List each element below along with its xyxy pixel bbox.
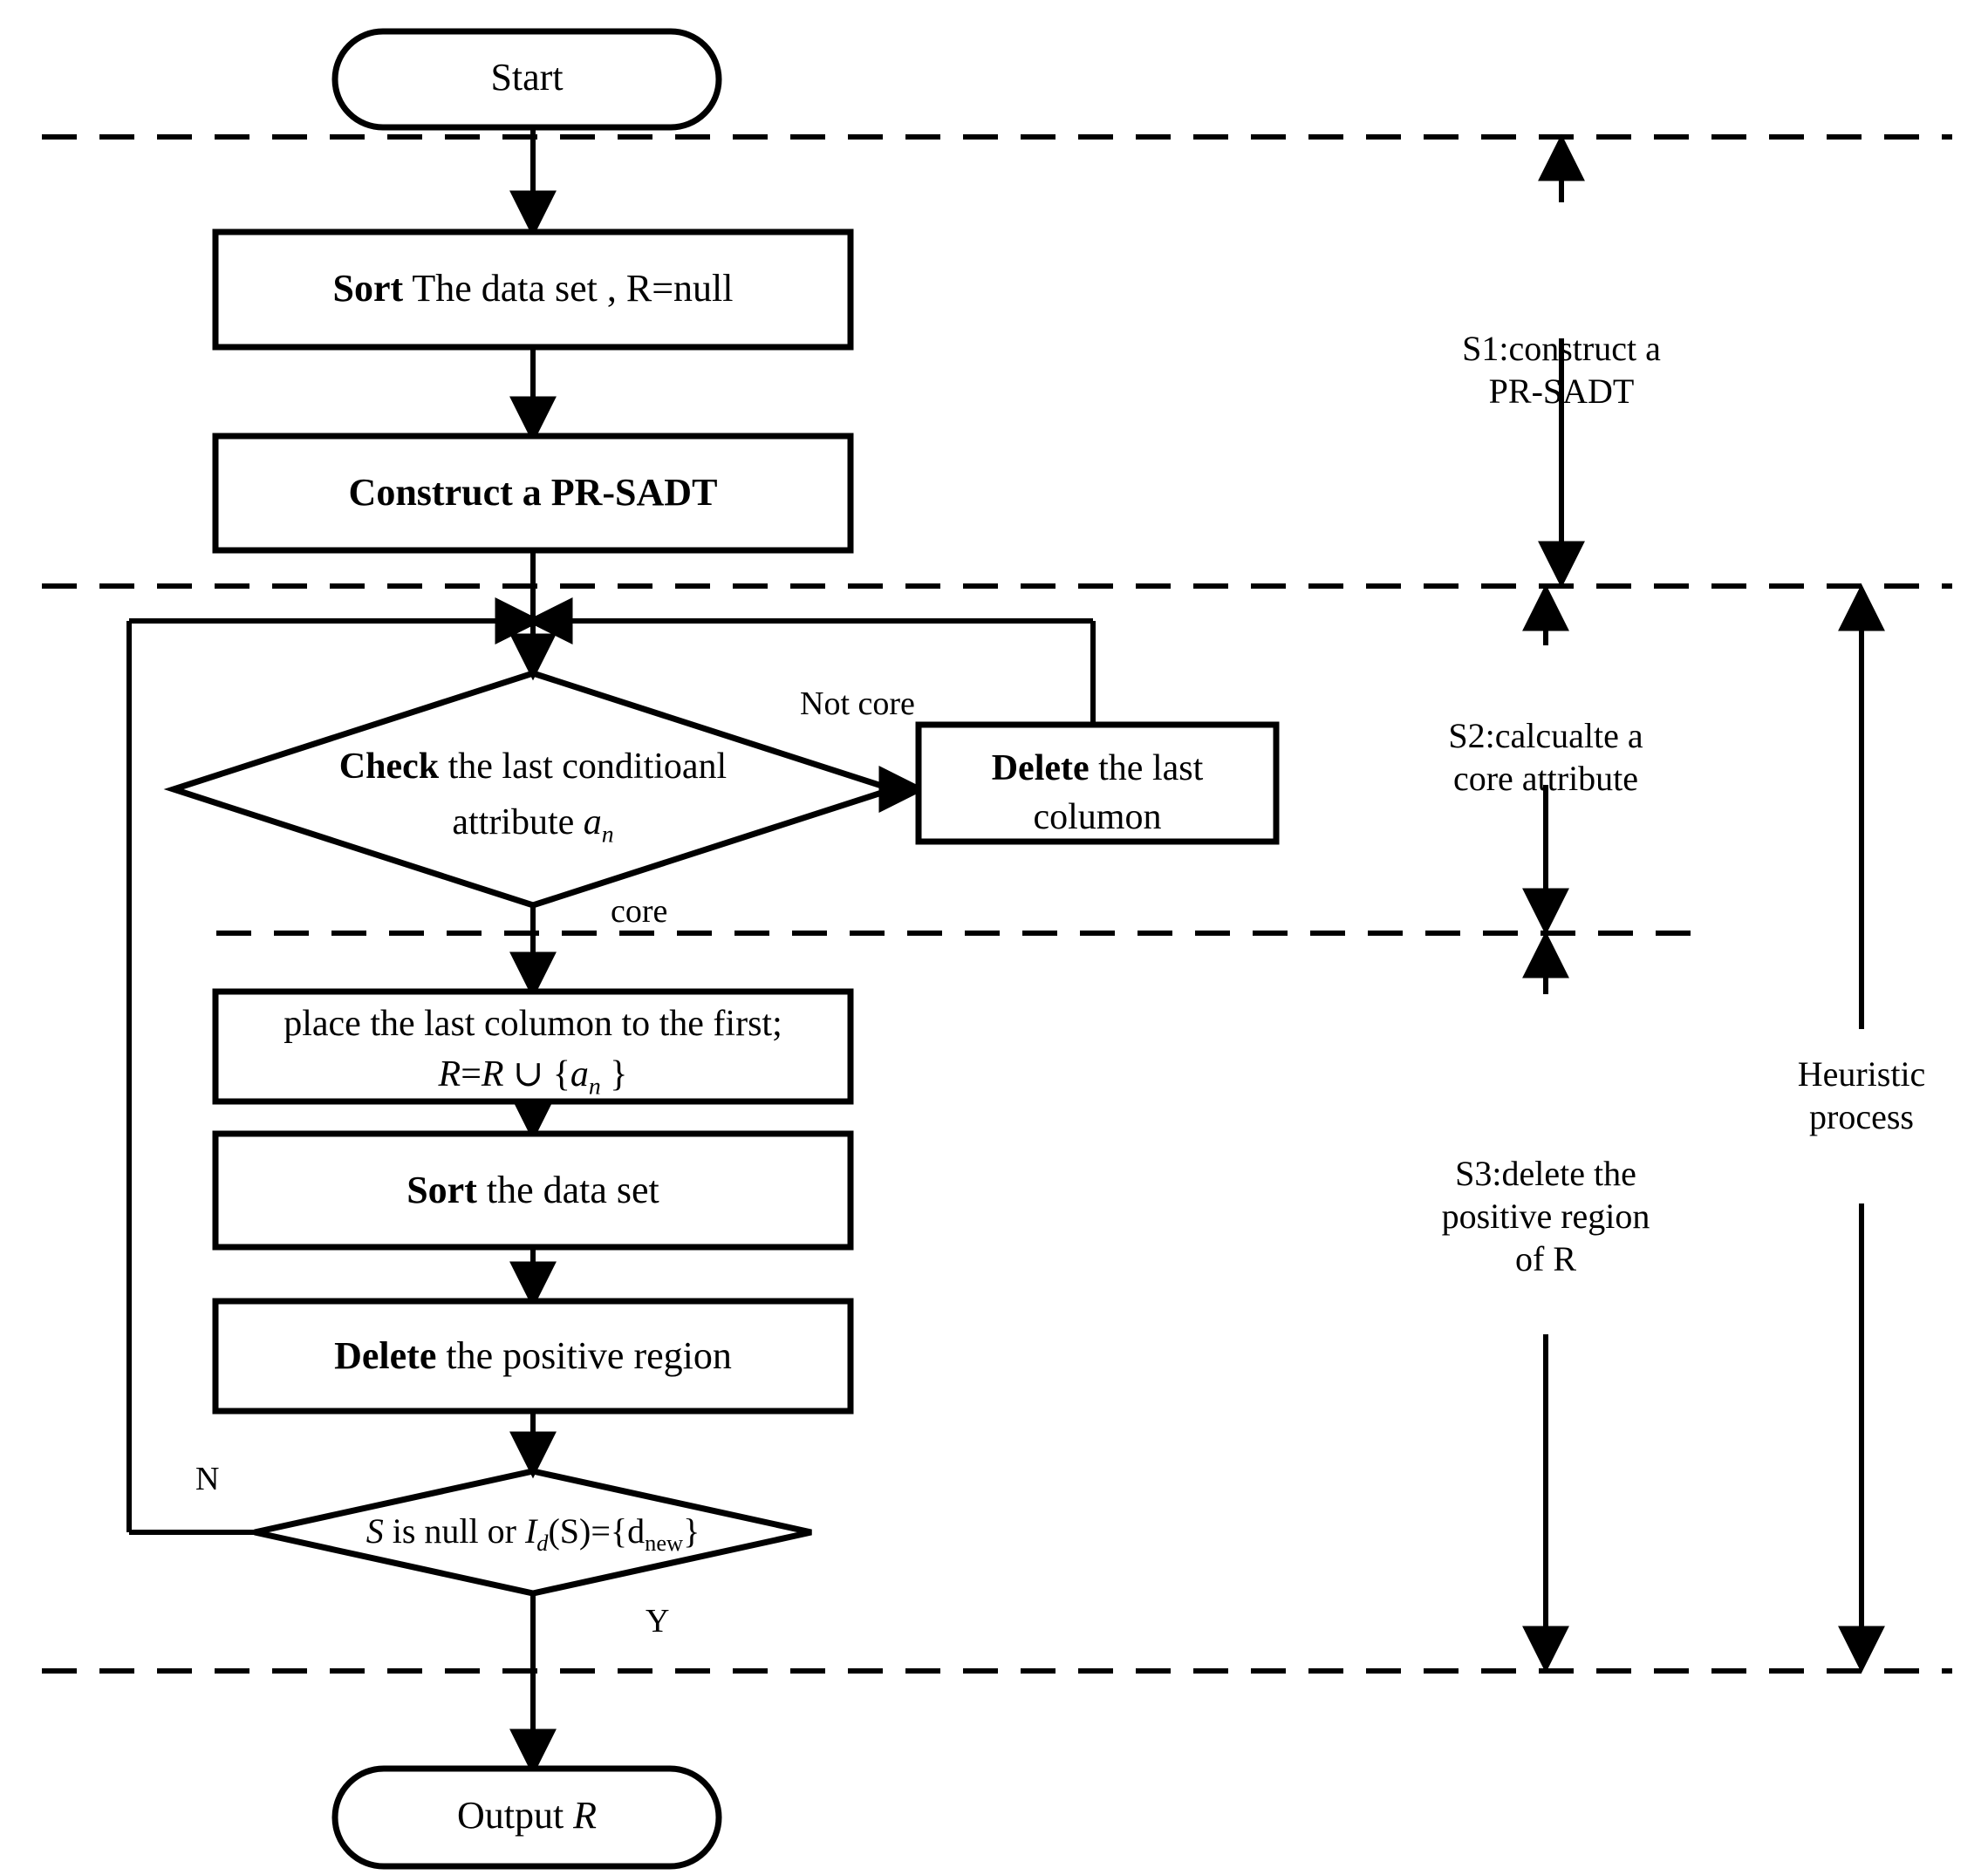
node-sort-data-label: Sort the data set (215, 1168, 851, 1213)
node-sort-init-shape (212, 228, 854, 351)
annotation-s1: S1:construct a PR-SADT (1370, 328, 1753, 413)
node-start-shape (331, 28, 722, 131)
sort-data-keyword: Sort (406, 1169, 477, 1211)
annotation-s1-line1: S1:construct a (1462, 329, 1661, 368)
place-close: } (600, 1053, 628, 1094)
check-var-a: a (583, 801, 602, 842)
place-eq: = (461, 1053, 482, 1094)
place-R2: R (481, 1053, 504, 1094)
node-construct-label: Construct a PR-SADT (348, 471, 718, 514)
test-part4: (S)={d (548, 1511, 646, 1551)
test-S: S (365, 1511, 384, 1551)
sort-keyword: Sort (332, 267, 404, 310)
place-line1: place the last columon to the first; (284, 1004, 782, 1044)
place-var-sub: n (588, 1071, 601, 1099)
place-R1: R (438, 1053, 461, 1094)
delete-keyword: Delete (991, 748, 1090, 788)
node-start-label: Start (490, 56, 564, 99)
node-construct-shape (212, 433, 854, 554)
annotation-heuristic: Heuristic process (1696, 1053, 1988, 1139)
test-I-sub: d (536, 1530, 549, 1556)
node-delete-pos-shape (212, 1298, 854, 1415)
annotation-s3-line2: positive region (1441, 1196, 1650, 1236)
edge-label-core: core (611, 893, 668, 930)
check-var-sub: n (601, 819, 614, 847)
check-line2-prefix: attribute (452, 801, 584, 842)
delete-pos-keyword: Delete (334, 1334, 437, 1377)
node-delete-column-label: Delete the last columon (919, 747, 1276, 839)
annotation-s3: S3:delete the positive region of R (1354, 1153, 1738, 1280)
delete-line2: columon (1033, 796, 1162, 837)
annotation-s1-line2: PR-SADT (1488, 371, 1635, 411)
sort-data-rest: the data set (476, 1169, 659, 1211)
node-output-shape (331, 1765, 722, 1870)
annotation-s2-line1: S2:calcualte a (1448, 716, 1643, 755)
test-I: I (524, 1511, 537, 1551)
test-isnull: is null or (383, 1511, 525, 1551)
check-keyword: Check (338, 747, 440, 787)
delete-rest: the last (1089, 748, 1204, 788)
annotation-s3-line1: S3:delete the (1455, 1154, 1636, 1193)
node-sort-data-shape (212, 1130, 854, 1251)
node-check-label: Check the last conditioanl attribute an (171, 746, 895, 849)
place-var-a: a (570, 1053, 589, 1094)
test-dnew-sub: new (645, 1530, 684, 1556)
annotation-s2-line2: core attribute (1452, 758, 1639, 798)
node-sort-init-label: Sort The data set , R=null (215, 266, 851, 311)
node-place-first-label: place the last columon to the first; R=R… (215, 1003, 851, 1101)
node-output-label: Output R (335, 1793, 719, 1838)
node-place-first-shape (212, 988, 854, 1105)
sort-init-rest: The data set , R=null (403, 267, 734, 310)
node-delete-pos-label: Delete the positive region (215, 1333, 851, 1379)
edge-label-not-core: Not core (800, 685, 915, 722)
test-part5: } (683, 1511, 700, 1551)
place-union: ∪ { (503, 1053, 570, 1094)
annotation-heuristic-line1: Heuristic (1797, 1054, 1926, 1094)
annotation-heuristic-line2: process (1809, 1096, 1914, 1136)
output-prefix: Output (456, 1794, 574, 1837)
delete-pos-rest: the positive region (436, 1334, 732, 1377)
annotation-s3-line3: of R (1515, 1238, 1576, 1278)
node-test-null-label: S is null or Id(S)={dnew} (255, 1510, 811, 1557)
output-var-R: R (573, 1794, 598, 1837)
annotation-s2: S2:calcualte a core attribute (1354, 715, 1738, 801)
edge-label-no: N (195, 1461, 220, 1497)
edge-label-yes: Y (646, 1603, 670, 1640)
check-rest: the last conditioanl (439, 747, 728, 787)
node-delete-column-shape (915, 721, 1280, 845)
